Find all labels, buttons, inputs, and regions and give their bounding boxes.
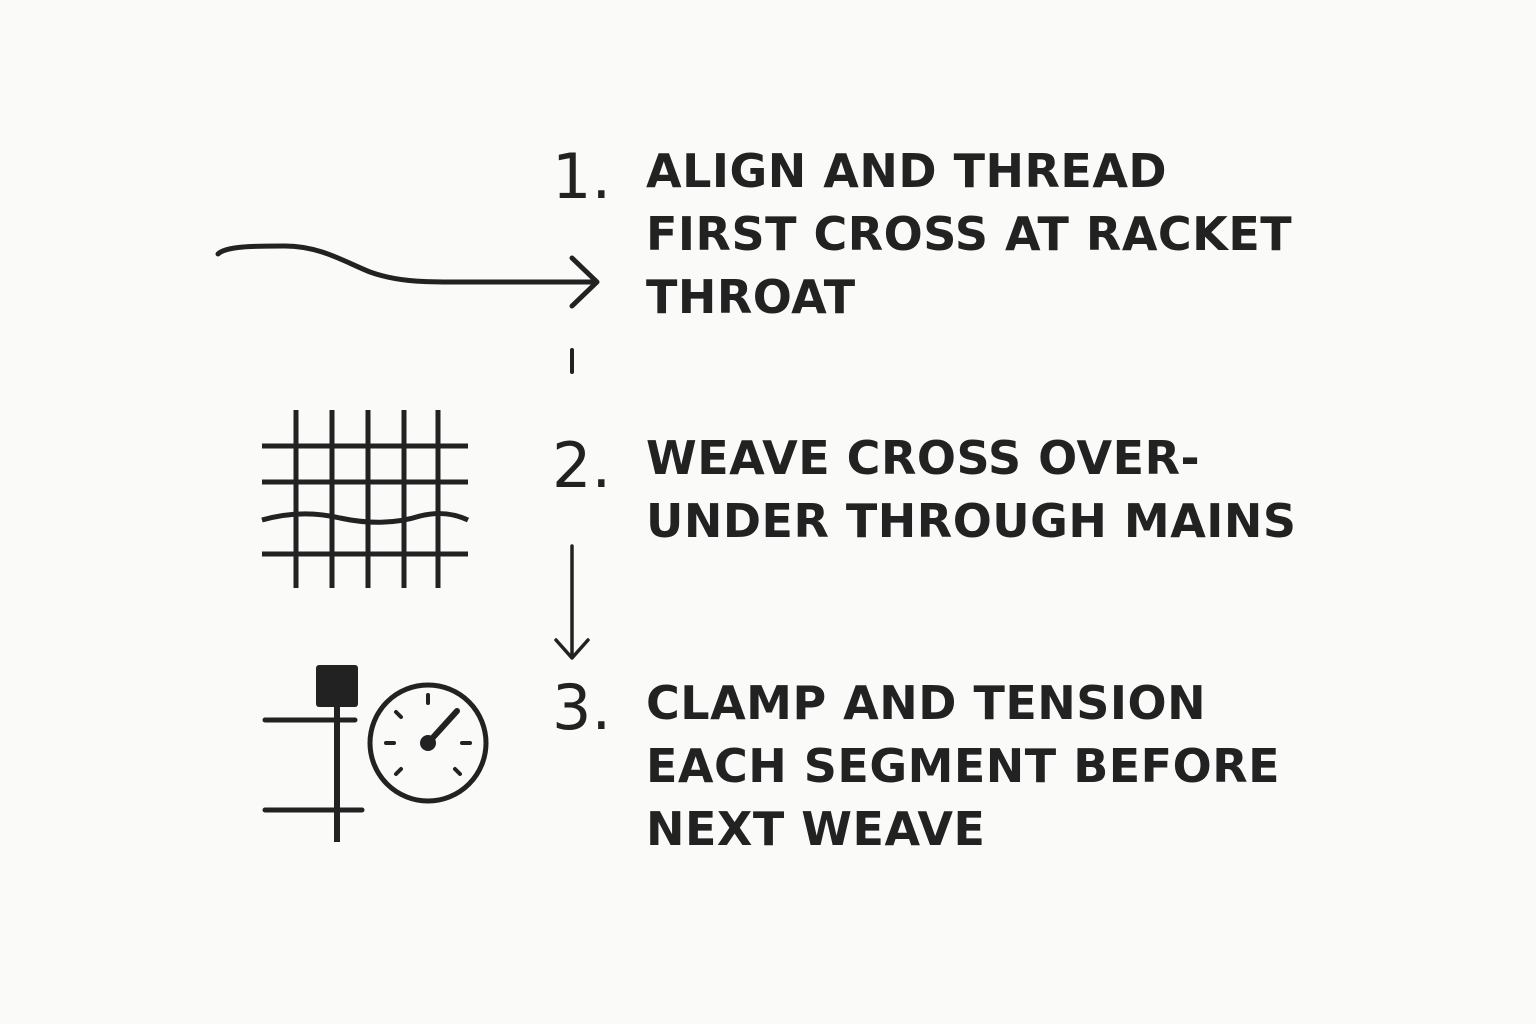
step-1-line-1: ALIGN AND THREAD [646,144,1168,198]
step-1-line-3: THROAT [646,270,856,324]
step-1-number: 1. [552,140,612,213]
step-3-number: 3. [552,671,612,744]
string-grid-icon [261,410,470,588]
step-2-number: 2. [552,429,612,502]
step-3-line-3: NEXT WEAVE [646,802,986,856]
step-3-line-1: CLAMP AND TENSION [646,676,1207,730]
step-2-text: WEAVE CROSS OVER- UNDER THROUGH MAINS [646,427,1297,553]
step-3-line-2: EACH SEGMENT BEFORE [646,739,1281,793]
step-1-line-2: FIRST CROSS AT RACKET [646,207,1293,261]
connector-arrow [554,544,590,660]
step-1-text: ALIGN AND THREAD FIRST CROSS AT RACKET T… [646,140,1292,329]
step-2-line-1: WEAVE CROSS OVER- [646,431,1201,485]
clamp-gauge-icon [262,665,489,842]
wavy-arrow-icon [215,243,600,309]
step-3-text: CLAMP AND TENSION EACH SEGMENT BEFORE NE… [646,672,1280,861]
step-2-line-2: UNDER THROUGH MAINS [646,494,1297,548]
